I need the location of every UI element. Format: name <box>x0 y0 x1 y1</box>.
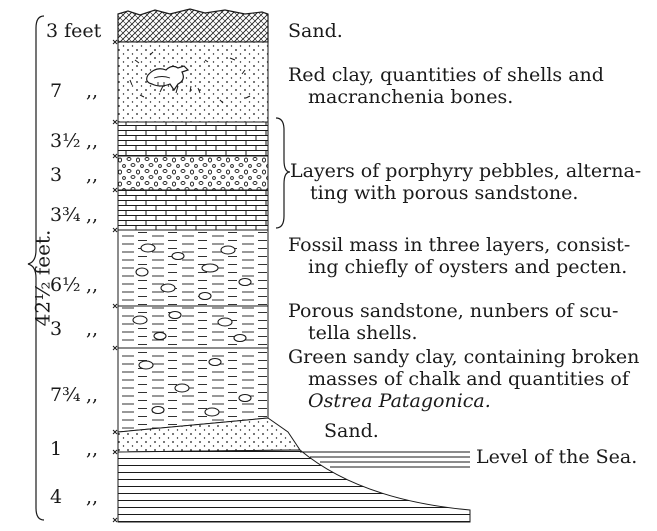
sea-level-lines <box>300 452 470 467</box>
desc-line: Layers of porphyry pebbles, alterna- <box>290 160 641 182</box>
desc-porous-sandstone: Porous sandstone, nunbers of scu- tella … <box>288 300 618 344</box>
thickness-value: 7 <box>50 80 62 102</box>
layer-base-strata <box>118 450 470 522</box>
desc-porphyry-layers: Layers of porphyry pebbles, alterna- tin… <box>290 160 641 204</box>
desc-line: ting with porous sandstone. <box>290 182 641 204</box>
desc-line: Green sandy clay, containing broken <box>288 346 639 368</box>
ditto-mark: ,, <box>86 164 98 186</box>
desc-line: Sand. <box>288 20 343 42</box>
thickness-sand-top: 3 feet <box>46 20 101 42</box>
thickness-value: 3 <box>50 164 62 186</box>
desc-line: Level of the Sea. <box>476 446 637 468</box>
thickness-value: 6½ <box>50 274 81 296</box>
layer-sandstone-upper <box>118 122 268 156</box>
thickness-porphyry: 3 ,, <box>50 164 62 186</box>
layer-sand-top <box>118 9 268 42</box>
layer-porphyry-pebbles <box>118 156 268 190</box>
layer-porous-sandstone <box>118 306 268 348</box>
desc-red-clay: Red clay, quantities of shells and macra… <box>288 64 604 108</box>
desc-sand-bottom: Sand. <box>324 420 379 442</box>
ditto-mark: ,, <box>86 204 98 226</box>
ditto-mark: ,, <box>86 486 98 508</box>
thickness-value: 3½ <box>50 130 81 152</box>
ditto-mark: ,, <box>86 274 98 296</box>
thickness-value: 3¾ <box>50 204 81 226</box>
desc-sea-level: Level of the Sea. <box>476 446 637 468</box>
layer-green-sandy-clay <box>118 348 268 432</box>
ditto-mark: ,, <box>86 318 98 340</box>
layer-fossil-mass <box>118 230 268 306</box>
desc-line: ing chiefly of oysters and pecten. <box>288 256 630 278</box>
desc-line: Red clay, quantities of shells and <box>288 64 604 86</box>
layer-sandstone-lower <box>118 190 268 230</box>
thickness-sandstone-lower: 3¾ ,, <box>50 204 81 226</box>
ditto-mark: ,, <box>86 80 98 102</box>
ditto-mark: ,, <box>86 130 98 152</box>
desc-line: Sand. <box>324 420 379 442</box>
thickness-sand-bottom: 1 ,, <box>50 438 62 460</box>
layers-brace <box>276 118 290 228</box>
layer-red-clay <box>118 42 268 122</box>
thickness-value: 3 feet <box>46 20 101 42</box>
thickness-green-sandy-clay: 7¾ ,, <box>50 384 81 406</box>
thickness-base: 4 ,, <box>50 486 62 508</box>
thickness-value: 1 <box>50 438 62 460</box>
desc-line: Porous sandstone, nunbers of scu- <box>288 300 618 322</box>
section-tick-marks <box>113 40 117 522</box>
desc-line: masses of chalk and quantities of <box>288 368 639 390</box>
desc-green-sandy-clay: Green sandy clay, containing broken mass… <box>288 346 639 412</box>
thickness-value: 4 <box>50 486 62 508</box>
desc-line: Fossil mass in three layers, consist- <box>288 234 630 256</box>
desc-sand-top: Sand. <box>288 20 343 42</box>
desc-line: tella shells. <box>288 322 618 344</box>
ditto-mark: ,, <box>86 438 98 460</box>
desc-line: macranchenia bones. <box>288 86 604 108</box>
thickness-value: 3 <box>50 318 62 340</box>
desc-fossil-mass: Fossil mass in three layers, consist- in… <box>288 234 630 278</box>
thickness-sandstone-upper: 3½ ,, <box>50 130 81 152</box>
thickness-fossil-mass: 6½ ,, <box>50 274 81 296</box>
ditto-mark: ,, <box>86 384 98 406</box>
thickness-value: 7¾ <box>50 384 81 406</box>
thickness-red-clay: 7 ,, <box>50 80 62 102</box>
thickness-porous-sandstone: 3 ,, <box>50 318 62 340</box>
desc-line: Ostrea Patagonica. <box>288 390 639 412</box>
